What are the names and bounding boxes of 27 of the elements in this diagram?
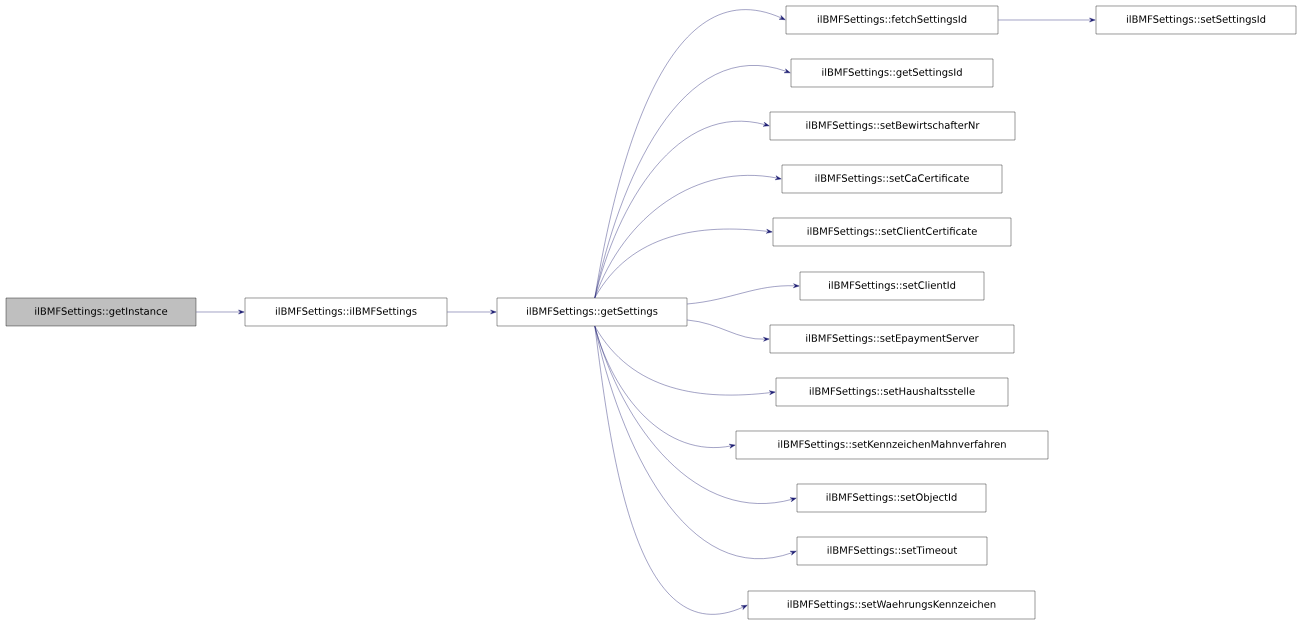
arrow — [594, 326, 748, 615]
arrow — [594, 326, 776, 396]
function-box: ilBMFSettings::setEpaymentServer — [769, 324, 1015, 354]
arrow — [998, 17, 1096, 23]
function-box: ilBMFSettings::setBewirtschafterNr — [769, 111, 1016, 141]
function-box: ilBMFSettings::setWaehrungsKennzeichen — [747, 590, 1036, 620]
function-box: ilBMFSettings::setClientCertificate — [772, 217, 1012, 247]
function-box: ilBMFSettings::setObjectId — [796, 483, 987, 513]
function-box: ilBMFSettings::setHaushaltsstelle — [775, 377, 1009, 407]
arrow — [196, 309, 245, 315]
function-box: ilBMFSettings::setSettingsId — [1095, 5, 1297, 35]
function-box: ilBMFSettings::getSettings — [496, 297, 688, 327]
function-box: ilBMFSettings::setTimeout — [796, 536, 988, 566]
arrow — [594, 228, 773, 298]
function-box: ilBMFSettings::setClientId — [799, 271, 985, 301]
arrow — [594, 175, 782, 298]
arrow — [687, 283, 800, 305]
arrow — [594, 326, 797, 559]
function-box: ilBMFSettings::ilBMFSettings — [244, 297, 448, 327]
arrow — [447, 309, 497, 315]
function-box: ilBMFSettings::getSettingsId — [790, 58, 994, 88]
arrow — [687, 319, 770, 342]
function-box: ilBMFSettings::getInstance — [5, 297, 197, 327]
function-box: ilBMFSettings::fetchSettingsId — [785, 5, 999, 35]
arrow — [594, 121, 770, 298]
function-box: ilBMFSettings::setKennzeichenMahnverfahren — [735, 430, 1049, 460]
function-box: ilBMFSettings::setCaCertificate — [781, 164, 1003, 194]
